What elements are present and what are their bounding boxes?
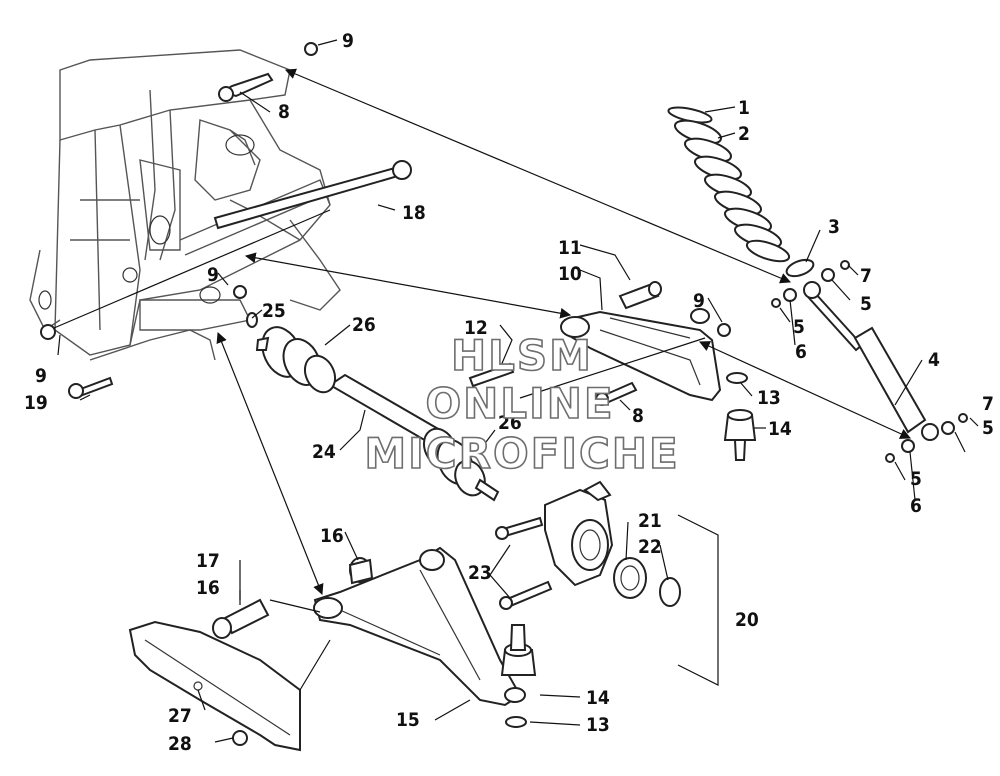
callout-17: 17	[196, 550, 220, 572]
bushing-11	[618, 281, 662, 310]
nut-9-middle	[233, 285, 247, 299]
spring-2	[674, 119, 791, 263]
spring-seat-3	[785, 258, 815, 278]
callout-9: 9	[207, 264, 219, 286]
callout-26: 26	[352, 314, 376, 336]
bushing-16-right	[348, 557, 374, 585]
callout-16: 16	[196, 577, 220, 599]
callout-14: 14	[768, 418, 792, 440]
callout-5: 5	[910, 468, 922, 490]
callout-5: 5	[793, 316, 805, 338]
nut-9-left	[40, 324, 56, 340]
callout-7: 7	[860, 265, 872, 287]
callout-22: 22	[638, 536, 662, 558]
callout-11: 11	[558, 237, 582, 259]
callout-26: 26	[498, 412, 522, 434]
cv-boot-26-upper	[255, 326, 337, 394]
cv-boot-26-lower	[422, 427, 500, 502]
assembly-arrows	[53, 68, 911, 691]
bolt-19	[68, 376, 114, 399]
callouts: 1 2 3 4 5 5 5 5 6 6 7 7 8 8 9 9 9 9 10 1…	[24, 30, 994, 755]
callout-7: 7	[982, 393, 994, 415]
callout-3: 3	[828, 216, 840, 238]
lower-a-arm-15	[313, 546, 526, 707]
upper-a-arm-10	[560, 308, 722, 402]
callout-24: 24	[312, 441, 336, 463]
callout-9: 9	[693, 290, 705, 312]
callout-25: 25	[262, 300, 286, 322]
callout-6: 6	[910, 495, 922, 517]
callout-15: 15	[396, 709, 420, 731]
watermark-line-2: ONLINE	[425, 379, 614, 428]
nut-9-upper	[304, 42, 318, 56]
leader-lines	[57, 39, 979, 743]
bolts-23	[495, 516, 553, 610]
callout-2: 2	[738, 123, 750, 145]
callout-20: 20	[735, 609, 759, 631]
callout-23: 23	[468, 562, 492, 584]
callout-9: 9	[342, 30, 354, 52]
watermark: HLSM ONLINE MICROFICHE	[364, 330, 679, 479]
pin-12	[468, 362, 515, 388]
screw-28	[232, 730, 248, 746]
callout-9: 9	[35, 365, 47, 387]
ball-joint-14-lower	[500, 624, 537, 676]
callout-16: 16	[320, 525, 344, 547]
callout-8: 8	[278, 101, 290, 123]
callout-12: 12	[464, 317, 488, 339]
callout-27: 27	[168, 705, 192, 727]
callout-4: 4	[928, 349, 940, 371]
shock-hardware	[771, 260, 968, 463]
knuckle-21	[544, 480, 614, 587]
callout-28: 28	[168, 733, 192, 755]
skid-plate-27	[128, 620, 301, 752]
callout-6: 6	[795, 341, 807, 363]
callout-5: 5	[982, 417, 994, 439]
callout-8: 8	[632, 405, 644, 427]
callout-18: 18	[402, 202, 426, 224]
callout-1: 1	[738, 97, 750, 119]
bushing-16-left	[212, 598, 270, 639]
bolt-8-upper	[218, 72, 274, 102]
callout-10: 10	[558, 263, 582, 285]
snap-ring-13-upper	[726, 372, 748, 384]
bearing-22	[613, 557, 681, 607]
bolt-18	[213, 160, 412, 230]
watermark-line-3: MICROFICHE	[364, 429, 679, 478]
callout-19: 19	[24, 392, 48, 414]
callout-13: 13	[757, 387, 781, 409]
snap-ring-13-lower	[505, 716, 527, 728]
watermark-line-1: HLSM	[451, 331, 593, 380]
callout-21: 21	[638, 510, 662, 532]
bolt-8-arm	[595, 381, 638, 406]
callout-14: 14	[586, 687, 610, 709]
callout-13: 13	[586, 714, 610, 736]
ball-joint-14-upper	[723, 409, 757, 461]
nut-9-arm	[717, 323, 731, 337]
callout-5: 5	[860, 293, 872, 315]
